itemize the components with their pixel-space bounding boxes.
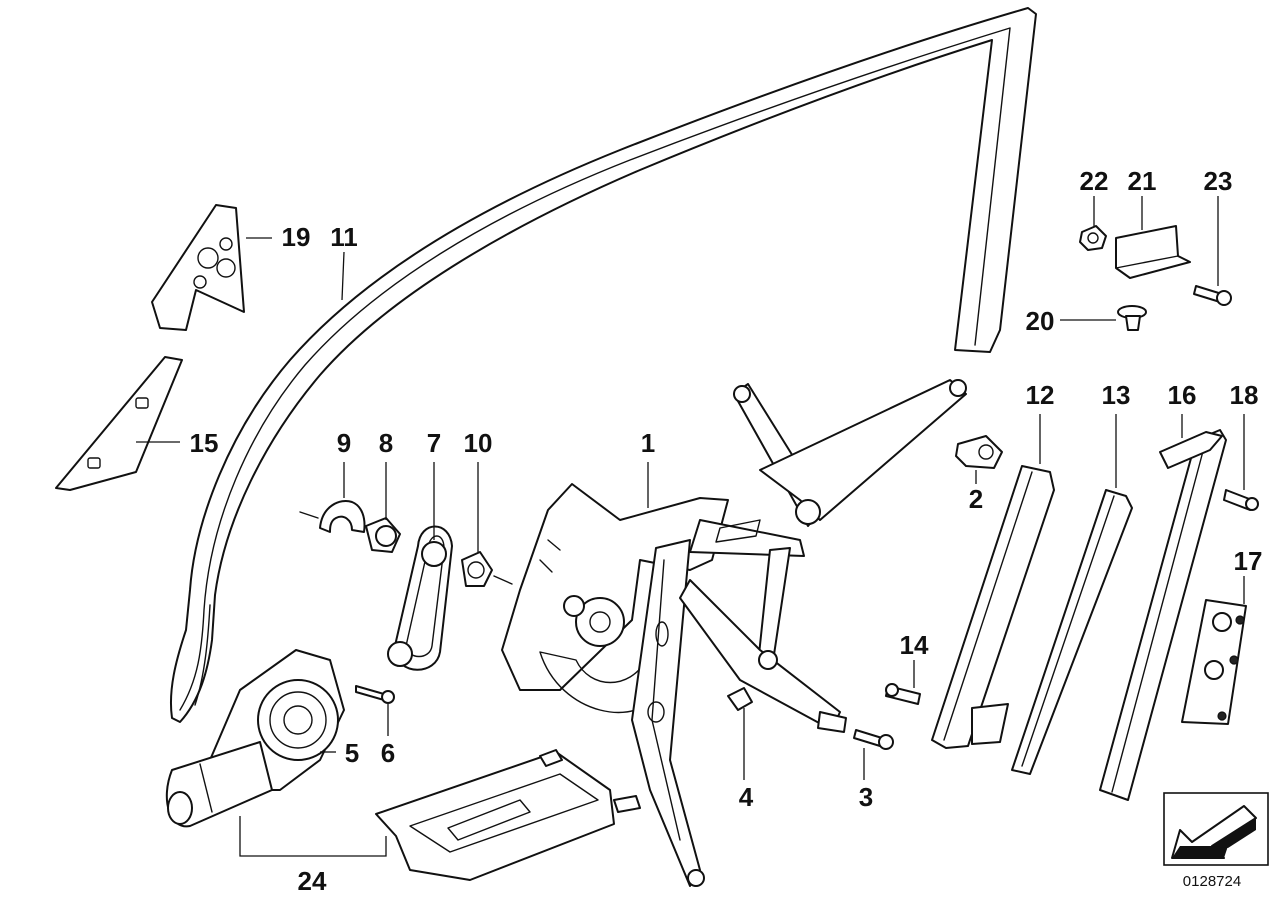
part-screw-6 bbox=[355, 685, 395, 704]
callout-16: 16 bbox=[1168, 380, 1197, 410]
callout-22: 22 bbox=[1080, 166, 1109, 196]
part-slider-17 bbox=[1181, 599, 1247, 725]
nav-box[interactable] bbox=[1163, 792, 1269, 866]
callout-18: 18 bbox=[1230, 380, 1259, 410]
part-bracket-21 bbox=[1115, 225, 1191, 279]
callout-12: 12 bbox=[1026, 380, 1055, 410]
callout-2: 2 bbox=[969, 484, 983, 514]
part-control-module bbox=[375, 749, 641, 881]
callout-4: 4 bbox=[739, 782, 754, 812]
callout-6: 6 bbox=[381, 738, 395, 768]
part-regulator-arm-lower bbox=[631, 539, 705, 887]
document-number: 0128724 bbox=[1183, 873, 1241, 890]
callout-24: 24 bbox=[298, 866, 327, 896]
part-bolt-3 bbox=[853, 729, 894, 750]
callout-labels: 1 2 3 4 5 6 7 8 9 10 11 12 13 14 15 16 1… bbox=[190, 166, 1263, 896]
part-guide-rail-16 bbox=[1099, 429, 1227, 801]
part-plug-20 bbox=[1117, 305, 1147, 331]
callout-10: 10 bbox=[464, 428, 493, 458]
callout-8: 8 bbox=[379, 428, 393, 458]
part-guide-rail-13 bbox=[1011, 489, 1133, 775]
part-guide-rail-12 bbox=[931, 465, 1055, 749]
callout-14: 14 bbox=[900, 630, 929, 660]
part-screw-18 bbox=[1223, 489, 1259, 511]
part-clip-2 bbox=[955, 435, 1003, 469]
callout-13: 13 bbox=[1102, 380, 1131, 410]
corner-trim-lower bbox=[55, 356, 183, 491]
callout-15: 15 bbox=[190, 428, 219, 458]
callout-3: 3 bbox=[859, 782, 873, 812]
callout-17: 17 bbox=[1234, 546, 1263, 576]
callout-21: 21 bbox=[1128, 166, 1157, 196]
callout-23: 23 bbox=[1204, 166, 1233, 196]
part-spacer-10 bbox=[461, 551, 513, 587]
part-belt-7 bbox=[387, 525, 453, 671]
part-motor-5 bbox=[165, 649, 345, 828]
callout-7: 7 bbox=[427, 428, 441, 458]
callout-19: 19 bbox=[282, 222, 311, 252]
part-screw-23 bbox=[1193, 285, 1232, 306]
leader-lines bbox=[136, 196, 1245, 857]
corner-trim-upper bbox=[151, 204, 245, 331]
callout-20: 20 bbox=[1026, 306, 1055, 336]
part-clip-4 bbox=[727, 687, 753, 711]
part-clip-9 bbox=[299, 500, 366, 533]
part-bushing-8 bbox=[365, 517, 401, 553]
part-nut-22 bbox=[1079, 225, 1107, 251]
callout-11: 11 bbox=[330, 222, 358, 252]
callout-1: 1 bbox=[641, 428, 655, 458]
callout-9: 9 bbox=[337, 428, 351, 458]
part-regulator-scissor bbox=[679, 379, 967, 733]
arrow-down-left-icon bbox=[1171, 805, 1257, 859]
window-frame-seal bbox=[169, 7, 1037, 723]
part-bolt-14 bbox=[885, 683, 921, 705]
callout-5: 5 bbox=[345, 738, 359, 768]
part-regulator-1 bbox=[501, 483, 729, 714]
